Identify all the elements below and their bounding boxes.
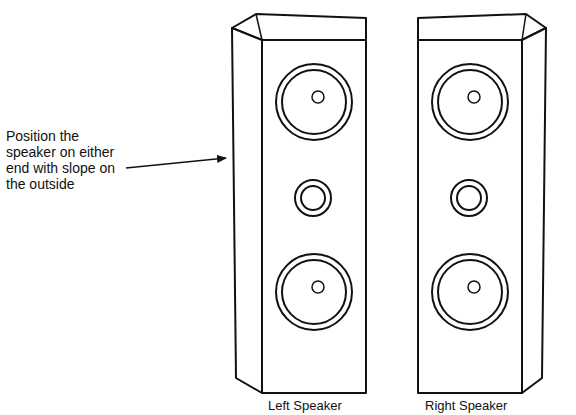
right-speaker [418,14,546,393]
callout-note: Position the speaker on either end with … [6,128,128,192]
left-speaker [232,14,366,393]
leader-arrow [126,158,226,168]
speaker-label: Left Speaker [268,398,378,413]
speaker-label: Right Speaker [425,398,545,413]
